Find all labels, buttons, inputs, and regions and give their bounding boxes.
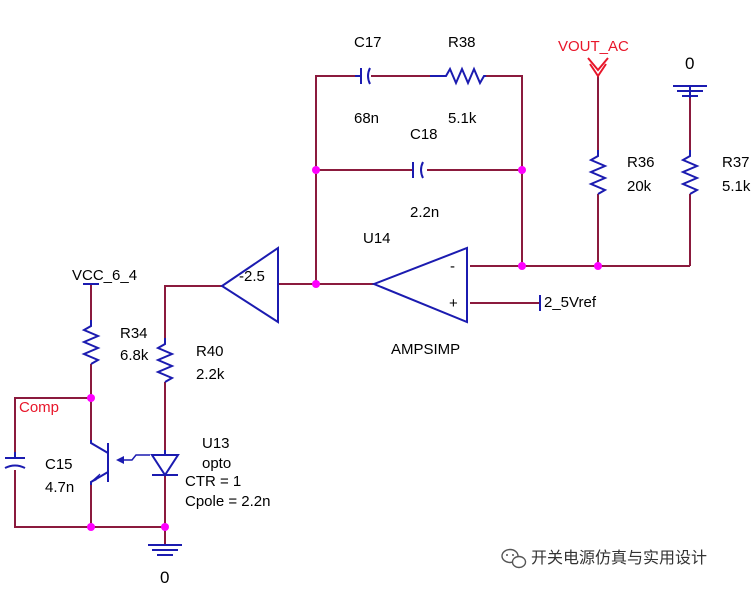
c18-value: 2.2n: [410, 204, 439, 221]
optocoupler-u13: [90, 440, 180, 485]
resistor-r38: [430, 66, 486, 86]
ground-top-label: 0: [685, 54, 694, 73]
capacitor-c18: [412, 161, 424, 179]
u13-cpole: Cpole = 2.2n: [185, 493, 270, 510]
junction-dot: [87, 523, 95, 531]
watermark: 开关电源仿真与实用设计: [501, 548, 707, 569]
capacitor-c17: [355, 67, 371, 85]
junction-dot: [312, 166, 320, 174]
capacitor-c15: [4, 452, 26, 469]
vref-label: 2_5Vref: [544, 294, 597, 311]
c17-value: 68n: [354, 110, 379, 127]
junction-dot: [518, 262, 526, 270]
r36-ref: R36: [627, 154, 655, 171]
watermark-text: 开关电源仿真与实用设计: [531, 548, 707, 567]
u14-model: AMPSIMP: [391, 341, 460, 358]
c15-ref: C15: [45, 456, 73, 473]
opamp-plus-sign: +: [449, 295, 458, 312]
u13-model: opto: [202, 455, 231, 472]
ground-symbol-bottom: [148, 544, 182, 556]
c18-ref: C18: [410, 126, 438, 143]
c17-ref: C17: [354, 34, 382, 51]
gain-block: [220, 246, 279, 324]
r36-value: 20k: [627, 178, 652, 195]
r38-ref: R38: [448, 34, 476, 51]
u13-ref: U13: [202, 435, 230, 452]
comp-net-label: Comp: [19, 399, 59, 416]
wires: [14, 75, 691, 545]
ground-symbol-top: [673, 85, 707, 98]
junction-dot: [518, 166, 526, 174]
wechat-icon: [501, 548, 527, 569]
junction-dot: [87, 394, 95, 402]
resistor-r34: [81, 320, 101, 365]
c15-value: 4.7n: [45, 479, 74, 496]
r40-ref: R40: [196, 343, 224, 360]
junction-dot: [594, 262, 602, 270]
gain-value: -2.5: [239, 268, 265, 285]
opamp-minus-sign: -: [450, 258, 455, 275]
resistor-r37: [680, 150, 700, 195]
r37-ref: R37: [722, 154, 750, 171]
r40-value: 2.2k: [196, 366, 225, 383]
r34-value: 6.8k: [120, 347, 149, 364]
r34-ref: R34: [120, 325, 148, 342]
ground-bottom-label: 0: [160, 568, 169, 587]
junction-dot: [312, 280, 320, 288]
u14-ref: U14: [363, 230, 391, 247]
vcc-label: VCC_6_4: [72, 267, 137, 284]
vout-ac-label: VOUT_AC: [558, 38, 629, 55]
resistor-r40: [155, 338, 175, 383]
resistor-r36: [588, 150, 608, 195]
u13-ctr: CTR = 1: [185, 473, 241, 490]
r37-value: 5.1k: [722, 178, 751, 195]
vout-ac-port-symbol: [587, 57, 609, 78]
r38-value: 5.1k: [448, 110, 477, 127]
junctions: [87, 166, 602, 531]
junction-dot: [161, 523, 169, 531]
opamp-u14: [371, 246, 468, 324]
